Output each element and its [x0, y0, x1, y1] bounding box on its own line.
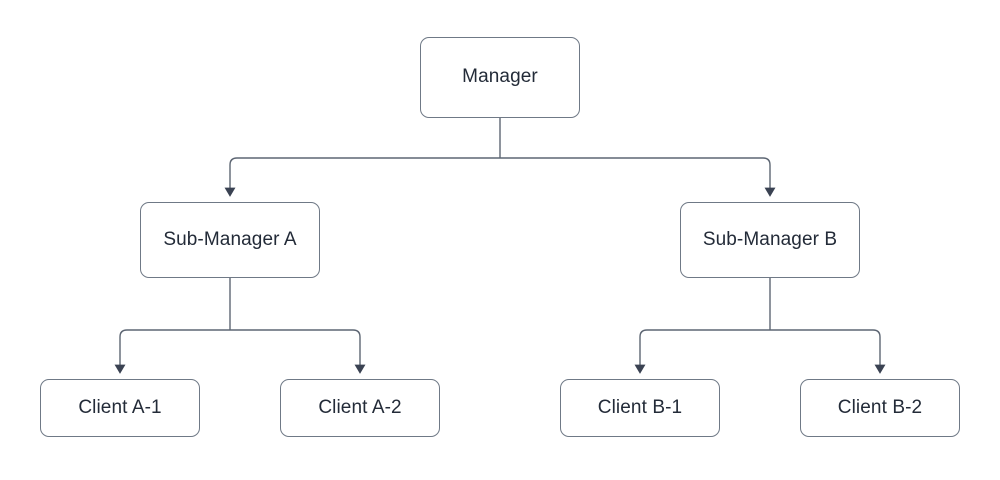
- node-client-a1[interactable]: Client A-1: [40, 379, 200, 437]
- node-client-b1-label: Client B-1: [597, 396, 683, 418]
- node-sub-manager-b[interactable]: Sub-Manager B: [680, 202, 860, 278]
- node-client-b1[interactable]: Client B-1: [560, 379, 720, 437]
- edge-submgr-a-to-client-a2: [230, 329, 366, 374]
- node-sub-manager-a[interactable]: Sub-Manager A: [140, 202, 320, 278]
- edge-submgr-b-to-client-b1: [634, 329, 770, 374]
- node-manager[interactable]: Manager: [420, 37, 580, 118]
- edge-submgr-a-to-client-a1: [114, 329, 230, 374]
- edge-manager-to-submgr-a: [224, 157, 500, 197]
- node-sub-manager-a-label: Sub-Manager A: [163, 228, 297, 250]
- node-client-b2-label: Client B-2: [837, 396, 923, 418]
- node-client-b2[interactable]: Client B-2: [800, 379, 960, 437]
- node-client-a2-label: Client A-2: [318, 396, 402, 418]
- node-manager-label: Manager: [462, 66, 538, 88]
- edge-manager-to-submgr-b: [500, 157, 776, 197]
- node-client-a1-label: Client A-1: [78, 396, 162, 418]
- node-client-a2[interactable]: Client A-2: [280, 379, 440, 437]
- edge-submgr-b-to-client-b2: [770, 329, 886, 374]
- node-sub-manager-b-label: Sub-Manager B: [702, 228, 838, 250]
